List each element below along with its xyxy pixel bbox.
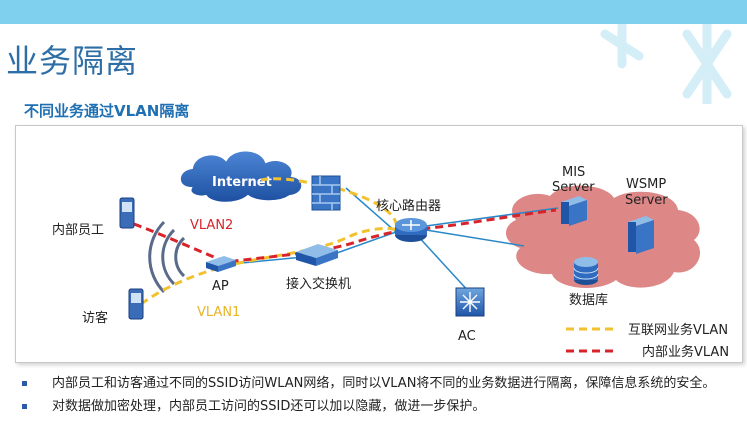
bullet-marker-icon [22, 381, 27, 386]
snowflake-decoration [577, 24, 747, 104]
wsmp-server-label-line2: Server [625, 193, 668, 208]
internal-staff-phone-icon [119, 197, 135, 229]
database-label: 数据库 [569, 292, 608, 308]
legend: 互联网业务VLAN 内部业务VLAN [566, 322, 729, 360]
core-router-label: 核心路由器 [376, 198, 441, 214]
internet-cloud-icon [178, 149, 304, 204]
bullet-item: 内部员工和访客通过不同的SSID访问WLAN网络，同时以VLAN将不同的业务数据… [12, 375, 737, 392]
ap-label: AP [212, 279, 229, 294]
legend-internet-vlan: 互联网业务VLAN [628, 322, 728, 338]
top-banner [0, 0, 747, 24]
wsmp-server-label-line1: WSMP [626, 177, 666, 192]
vlan1-label: VLAN1 [197, 305, 240, 320]
firewall-icon [311, 175, 341, 211]
network-diagram: Internet [15, 125, 743, 363]
ac-label: AC [458, 329, 476, 344]
visitor-label: 访客 [82, 310, 108, 326]
access-switch-icon [296, 244, 338, 266]
page-title: 业务隔离 [6, 42, 139, 80]
bullet-text: 内部员工和访客通过不同的SSID访问WLAN网络，同时以VLAN将不同的业务数据… [52, 376, 716, 391]
access-point-icon [206, 256, 236, 272]
internal-vlan-path [133, 208, 557, 264]
vlan2-label: VLAN2 [190, 218, 233, 233]
bullet-text: 对数据做加密处理，内部员工访问的SSID还可以加以隐藏，做进一步保护。 [52, 399, 486, 414]
page-subtitle: 不同业务通过VLAN隔离 [24, 102, 190, 120]
wifi-signal-icon [148, 220, 186, 294]
internal-staff-label: 内部员工 [52, 222, 104, 238]
bullet-list: 内部员工和访客通过不同的SSID访问WLAN网络，同时以VLAN将不同的业务数据… [12, 375, 737, 421]
internal-network-cloud-icon [505, 185, 701, 288]
access-switch-label: 接入交换机 [286, 276, 351, 292]
bullet-item: 对数据做加密处理，内部员工访问的SSID还可以加以隐藏，做进一步保护。 [12, 398, 737, 415]
wsmp-server-icon [628, 216, 654, 254]
bullet-marker-icon [22, 404, 27, 409]
core-router-icon [395, 218, 427, 242]
ac-controller-icon [455, 287, 485, 317]
internet-label: Internet [212, 175, 272, 190]
visitor-phone-icon [128, 288, 144, 320]
mis-server-label-line1: MIS [562, 165, 585, 180]
legend-internal-vlan: 内部业务VLAN [642, 344, 729, 360]
mis-server-icon [561, 196, 587, 226]
database-icon [573, 257, 599, 285]
mis-server-label-line2: Server [552, 180, 595, 195]
